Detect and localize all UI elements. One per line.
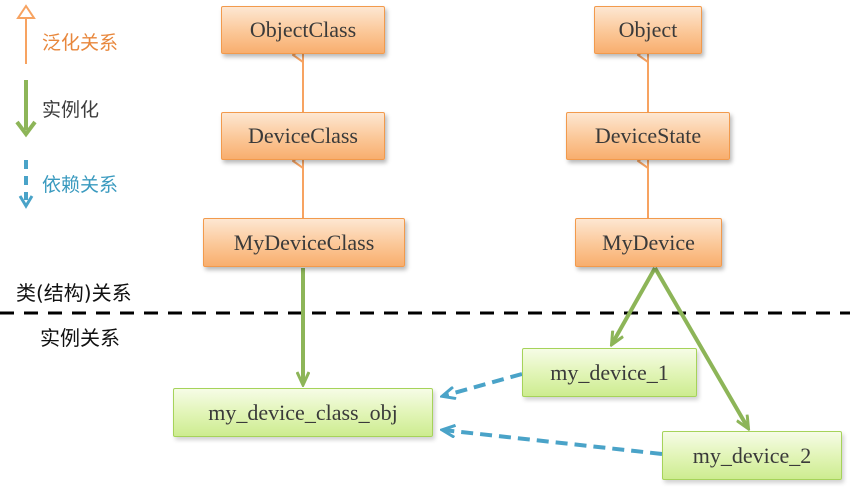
node-my-device: MyDevice	[575, 218, 722, 267]
node-my-device-class-obj: my_device_class_obj	[173, 388, 433, 437]
legend-generalization-arrow-icon	[16, 4, 36, 64]
node-my-device-1: my_device_1	[522, 348, 697, 397]
node-my-device-class: MyDeviceClass	[203, 218, 405, 267]
legend-dependency-arrow-icon	[18, 160, 34, 209]
legend-instantiation-arrow-icon	[15, 80, 37, 138]
node-my-device-2: my_device_2	[662, 431, 842, 480]
node-device-state: DeviceState	[566, 112, 730, 160]
legend-dependency-label: 依赖关系	[42, 174, 119, 196]
edge-instantiate-my-device-1	[612, 267, 657, 344]
class-relations-label: 类(结构)关系	[16, 281, 132, 305]
legend-instantiation-label: 实例化	[42, 99, 100, 121]
edge-dependency-my-device-1	[443, 372, 523, 396]
instance-relations-label: 实例关系	[40, 326, 120, 350]
node-object: Object	[594, 6, 702, 54]
edge-dependency-my-device-2	[443, 430, 663, 456]
edge-instantiate-my-device-2	[653, 266, 748, 428]
node-device-class: DeviceClass	[221, 112, 385, 160]
legend-generalization-label: 泛化关系	[42, 32, 119, 54]
node-object-class: ObjectClass	[221, 6, 385, 54]
